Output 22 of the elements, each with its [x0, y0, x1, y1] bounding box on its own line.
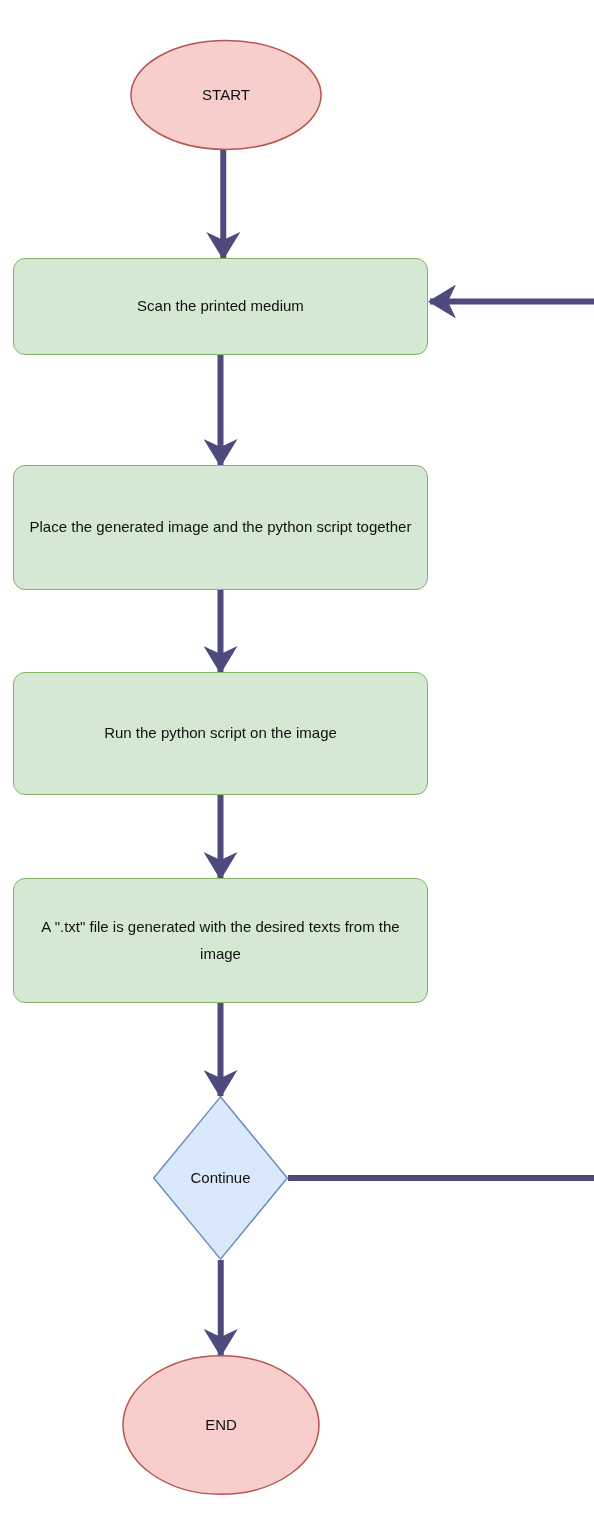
arrow [428, 284, 594, 319]
node-label: Run the python script on the image [104, 723, 337, 744]
arrow [203, 1260, 238, 1357]
arrow [203, 355, 238, 467]
terminal-ellipse [130, 40, 322, 150]
arrow [203, 1003, 238, 1098]
node-label: Scan the printed medium [137, 296, 304, 317]
process-box [13, 878, 428, 1003]
connector-line [288, 1175, 594, 1181]
arrow [203, 795, 238, 880]
process-box [13, 465, 428, 590]
node-label: Place the generated image and the python script together [29, 517, 412, 538]
arrow [203, 590, 238, 674]
process-box [13, 258, 428, 355]
process-box [13, 672, 428, 795]
node-label: Continue [190, 1167, 251, 1188]
node-label: START [202, 84, 250, 105]
terminal-ellipse [122, 1355, 320, 1495]
node-label: A ".txt" file is generated with the desired texts from the image [40, 917, 401, 964]
arrow [206, 150, 241, 260]
node-label: END [205, 1414, 237, 1435]
decision-diamond [153, 1096, 288, 1260]
